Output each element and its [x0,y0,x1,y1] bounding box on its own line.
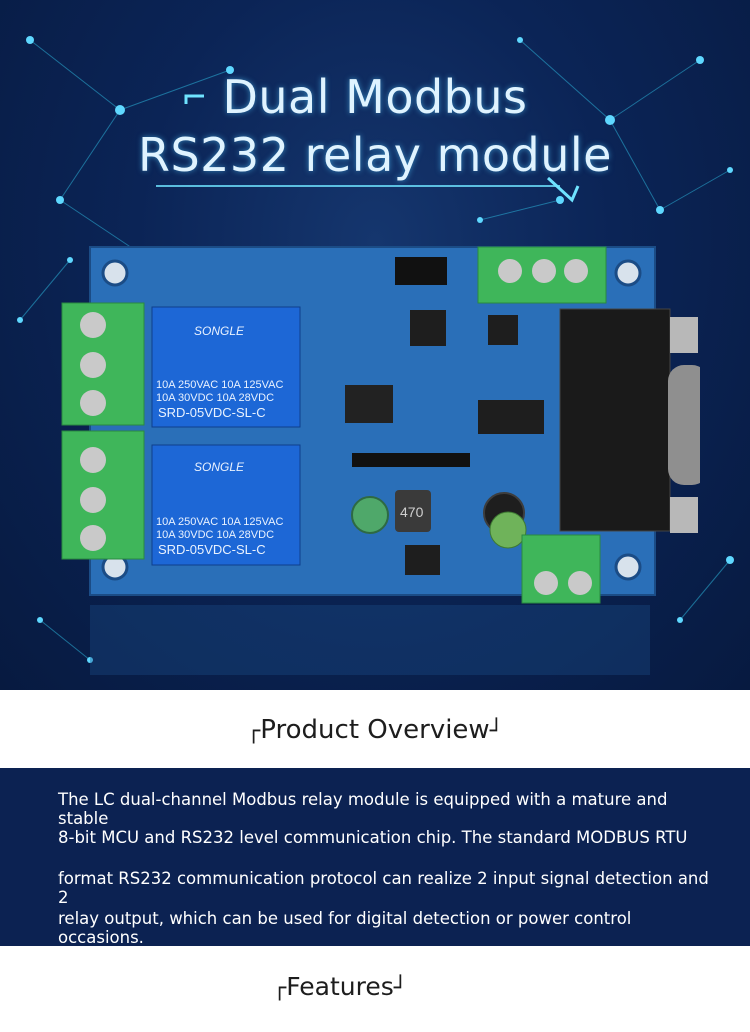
overview-line-2: 8-bit MCU and RS232 level communication … [58,828,688,847]
corner-close-icon: ┘ [489,719,503,744]
corner-open-icon: ┌ [247,719,261,744]
relay-2-rating2: 10A 30VDC 10A 28VDC [156,529,274,541]
overview-description: The LC dual-channel Modbus relay module … [0,768,750,947]
relay-2-brand: SONGLE [194,460,245,474]
hero-title-line1: Dual Modbus [222,70,528,124]
relay-1 [151,306,301,428]
corner-open-icon: ┌ [273,976,287,1001]
overview-line-3: format RS232 communication protocol can … [58,869,709,907]
network-background [17,36,734,663]
relay-1-model: SRD-05VDC-SL-C [158,405,266,420]
relay-1-rating1: 10A 250VAC 10A 125VAC [156,379,283,391]
relay-module-photo: SONGLE 10A 250VAC 10A 125VAC 10A 30VDC 1… [61,246,700,675]
features-heading-text: Features [286,972,394,1001]
db9-connector [559,308,700,533]
relay-2 [151,444,301,566]
hero-title-line2: RS232 relay module [138,128,612,182]
features-heading: ┌Features┘ [0,972,680,1001]
overview-heading: ┌Product Overview┘ [0,715,750,745]
corner-close-icon: ┘ [393,976,407,1001]
terminal-block-left [61,302,145,560]
overview-line-4: relay output, which can be used for digi… [58,909,632,947]
overview-heading-text: Product Overview [260,715,490,745]
hero-banner: Dual Modbus RS232 relay module SONGLE 10… [0,0,750,690]
relay-2-rating1: 10A 250VAC 10A 125VAC [156,516,283,528]
relay-2-model: SRD-05VDC-SL-C [158,542,266,557]
relay-1-brand: SONGLE [194,324,245,338]
capacitor-label: 470 [400,504,424,520]
relay-1-rating2: 10A 30VDC 10A 28VDC [156,392,274,404]
overview-line-1: The LC dual-channel Modbus relay module … [58,790,668,828]
